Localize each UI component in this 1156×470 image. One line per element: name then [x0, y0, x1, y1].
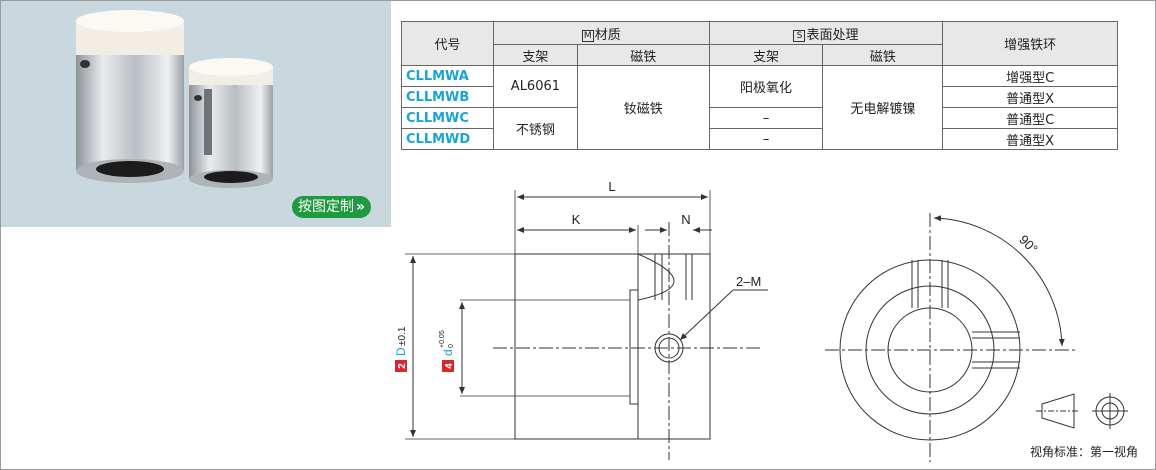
header-ring: 增强铁环 [942, 21, 1118, 66]
magnet-surface: 无电解镀镍 [822, 65, 944, 150]
dim-d-tol-lower: 0 [448, 344, 455, 348]
ring-type: 普通型X [942, 128, 1118, 150]
table-row: CLLMWD – 普通型X [401, 128, 1118, 150]
magnet-material: 钕磁铁 [576, 65, 710, 150]
product-photo: 按图定制» [1, 1, 391, 227]
dimension-labels: L K N 2–M [572, 179, 762, 289]
projection-symbol-icon [1036, 393, 1128, 429]
side-view [460, 222, 760, 460]
bracket-surface: – [708, 128, 824, 150]
dim-L: L [608, 179, 615, 194]
custom-order-label: 按图定制 [298, 199, 354, 215]
dim-D-symbol: D [394, 347, 408, 356]
material-icon: M [581, 29, 594, 42]
dim-D-number: 2 [397, 363, 408, 369]
table-row: CLLMWB 普通型X [401, 86, 1118, 108]
ring-type: 增强型C [942, 65, 1118, 87]
dim-N: N [681, 212, 690, 227]
part-code[interactable]: CLLMWD [401, 128, 494, 150]
dim-M: 2–M [736, 274, 761, 289]
dim-K: K [572, 212, 581, 227]
product-photo-art [76, 10, 273, 188]
surface-icon: S [793, 29, 806, 42]
dimensions [405, 190, 768, 440]
end-view: 90° [825, 213, 1078, 462]
custom-order-button[interactable]: 按图定制» [292, 196, 372, 218]
table-row: CLLMWA AL6061 钕磁铁 阳极氧化 无电解镀镍 增强型C [401, 65, 1118, 150]
dim-D-label: 2 D ±0.1 [394, 326, 408, 372]
part-code[interactable]: CLLMWA [401, 65, 494, 87]
dim-D-tolerance: ±0.1 [397, 326, 408, 346]
bracket-material: AL6061 [492, 65, 578, 108]
dim-d-number: 4 [444, 363, 455, 369]
bracket-material: 不锈钢 [492, 107, 578, 150]
header-code: 代号 [401, 21, 494, 66]
chevron-right-icon: » [356, 199, 366, 215]
view-standard-note: 视角标准：第一视角 [1030, 445, 1139, 459]
part-code[interactable]: CLLMWB [401, 86, 494, 108]
dim-d-symbol: d [441, 349, 455, 356]
subheader-bracket: 支架 [492, 44, 578, 66]
dim-d-tol-upper: +0.05 [439, 330, 446, 348]
dim-d-label: 4 d +0.05 0 [439, 330, 455, 372]
